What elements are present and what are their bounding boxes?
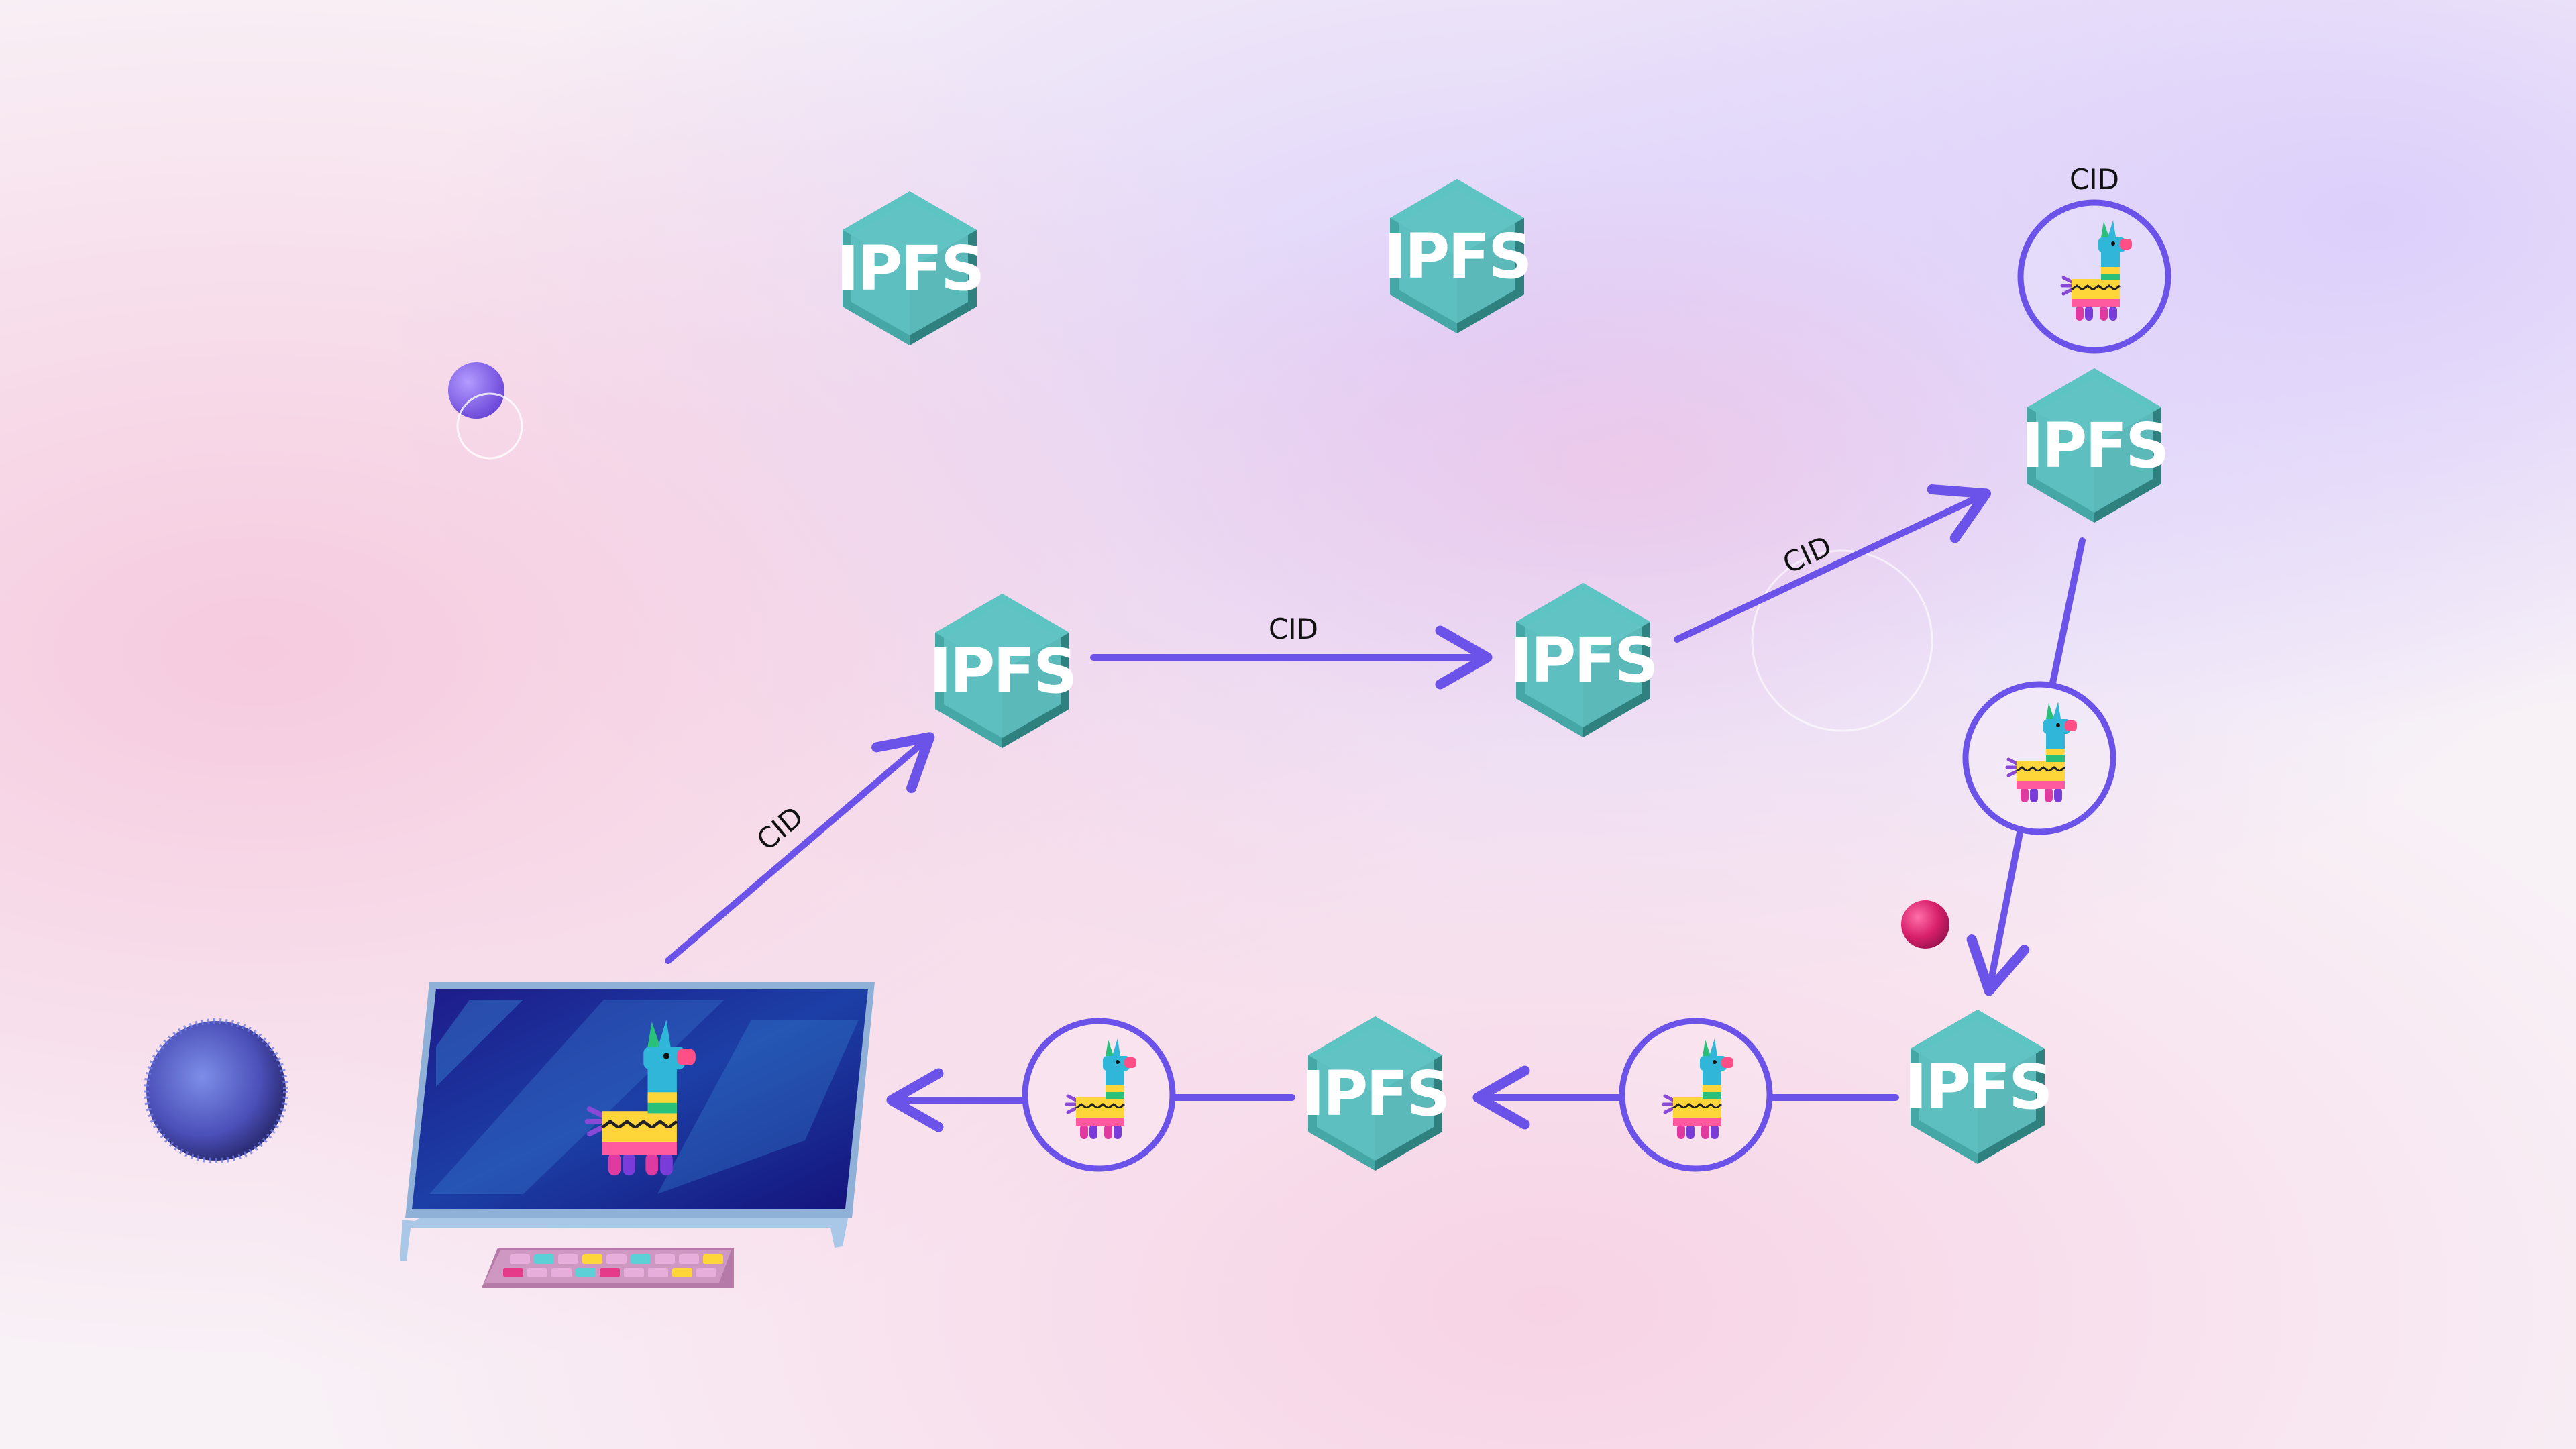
ipfs-node-1: IPFS [929, 594, 1077, 748]
decorative-pink-ball-icon [1901, 900, 1949, 949]
ipfs-node-label: IPFS [929, 635, 1076, 707]
ipfs-node-5: IPFS [1302, 1016, 1450, 1171]
arrow-node-2-to-node-3 [1674, 484, 1992, 643]
ipfs-node-4: IPFS [1904, 1010, 2053, 1164]
decorative-purple-bubble-icon [448, 362, 523, 460]
ipfs-node-idle-2: IPFS [1384, 179, 1532, 333]
decorative-faint-ring-icon [1751, 549, 1933, 732]
ipfs-node-label: IPFS [837, 233, 983, 305]
ipfs-node-idle-1: IPFS [837, 191, 985, 345]
ipfs-node-2: IPFS [1510, 583, 1658, 737]
keyboard-icon [482, 1248, 734, 1288]
ipfs-node-label: IPFS [1510, 625, 1657, 696]
arrow-content-2-to-node-4 [1966, 826, 2030, 996]
arrow-node-3-to-content-2 [2049, 537, 2086, 686]
content-llama-4 [1022, 1018, 1176, 1172]
ipfs-node-label: IPFS [1904, 1051, 2051, 1123]
edge-label-cid-4: CID [2070, 163, 2119, 196]
ipfs-node-label: IPFS [1302, 1058, 1449, 1130]
ipfs-node-label: IPFS [1384, 221, 1531, 292]
computer-monitor-icon [400, 982, 875, 1261]
ipfs-node-3: IPFS [2021, 368, 2169, 523]
content-llama-3 [1619, 1018, 1773, 1172]
content-llama-2 [1962, 681, 2116, 835]
decorative-fuzzy-ball-icon [144, 1018, 288, 1163]
content-llama-1 [2017, 199, 2171, 354]
ipfs-node-label: IPFS [2021, 410, 2168, 482]
edge-label-cid-2: CID [1269, 612, 1318, 645]
edges [665, 484, 2086, 1132]
arrow-computer-to-node-1 [665, 732, 935, 964]
